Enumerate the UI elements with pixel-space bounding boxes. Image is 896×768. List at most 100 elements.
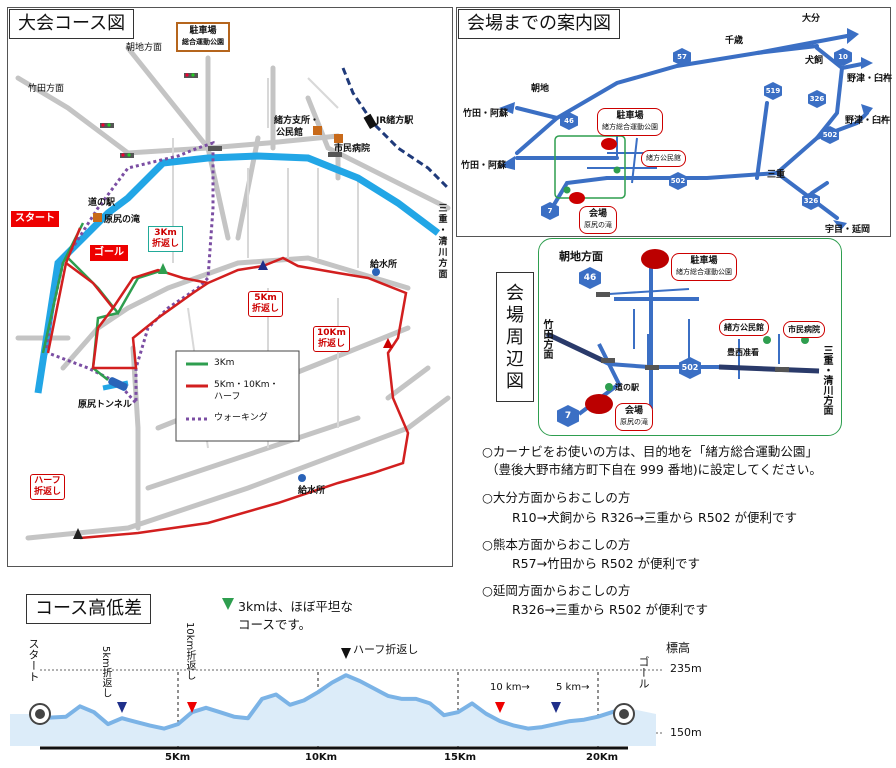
turn-10km-marker (383, 338, 393, 348)
vicinity-venue-pin (585, 394, 613, 414)
turn-5km-triangle (117, 702, 127, 713)
elevation-note-1: 3kmは、ほぼ平坦な (238, 599, 353, 614)
public-hall-dot (613, 166, 621, 174)
note-line-4: R10→犬飼から R326→三重から R502 が便利です (512, 510, 798, 525)
asaji-direction-label: 朝地方面 (126, 43, 163, 53)
parking-box: 駐車場 総合運動公園 (176, 22, 230, 52)
half-turn-triangle (341, 648, 351, 659)
vicinity-michinoeki-label: 道の駅 (615, 383, 639, 392)
mie-kiyokawa-label: 三 重 ・ 清 川 方 面 (438, 204, 448, 280)
route-502b-sign: 502 (821, 126, 839, 144)
x-tick-15: 15Km (444, 752, 477, 763)
vicinity-parking-box: 駐車場 緒方総合運動公園 (671, 253, 737, 281)
x-tick-10: 10Km (305, 752, 338, 763)
vicinity-map-drawing (545, 249, 820, 416)
turn-10km-triangle (187, 702, 197, 713)
elevation-note-2: コースです。 (238, 617, 312, 632)
course-map-drawing (15, 45, 451, 541)
course-map-panel: 大会コース図 朝地方面 竹田方面 駐車場 総合運動公園 緒方支所・ 公民館 JR… (7, 7, 453, 567)
tunnel-icon (108, 377, 128, 391)
parking-pin (601, 138, 617, 150)
hospital-icon (334, 134, 343, 143)
water-station-icon-2 (298, 474, 306, 482)
route-519-sign: 519 (764, 82, 782, 100)
taketa-direction-label: 竹田方面 (28, 84, 65, 94)
route-7-sign: 7 (541, 202, 559, 220)
parking-label: 駐車場 (189, 26, 217, 36)
turn-3km-marker (158, 263, 168, 274)
oita-label: 大分 (802, 14, 821, 24)
start-marker (29, 703, 51, 725)
michinoeki-label: 道の駅 (88, 198, 116, 208)
vicinity-hospital-dot (801, 336, 809, 344)
route-326b-sign: 326 (802, 192, 820, 210)
legend-3km-label: 3Km (214, 358, 235, 368)
note-line-5: ○熊本方面からおこしの方 (482, 537, 631, 552)
vicinity-route-502-sign: 502 (679, 357, 701, 379)
goal-tag: ゴール (90, 245, 128, 261)
hospital-label: 市民病院 (334, 144, 371, 154)
vicinity-hospital-box: 市民病院 (783, 321, 825, 338)
public-hall-label: 公民館 (276, 128, 304, 138)
route-46-sign: 46 (560, 112, 578, 130)
route-57-sign: 57 (673, 48, 691, 66)
water-station-label-1: 給水所 (370, 260, 398, 270)
access-public-hall-box: 緒方公民館 (641, 150, 686, 167)
turn-10km-vertical-label: 10km折返し (184, 622, 195, 681)
turn-5km-back-label: 5 km→ (556, 682, 590, 693)
turn-5km-box: 5Km 折返し (248, 291, 284, 317)
note-line-8: R326→三重から R502 が便利です (512, 602, 709, 617)
turn-5km-marker (258, 260, 268, 270)
taketa-aso-label-2: 竹田・阿蘇 (461, 161, 507, 171)
turn-5km-vertical-label: 5km折返し (100, 646, 111, 698)
traffic-lights (100, 73, 342, 158)
michinoeki-dot (563, 186, 571, 194)
goal-marker (613, 703, 635, 725)
mie-label: 三重 (767, 170, 786, 180)
inukai-label: 犬飼 (805, 56, 824, 66)
turn-3km-box: 3Km 折返し (148, 226, 184, 252)
water-station-label-2: 給水所 (298, 486, 326, 496)
note-line-2: （豊後大野市緒方町下自在 999 番地)に設定してください。 (486, 462, 822, 477)
ogata-branch-label: 緒方支所・ (274, 116, 320, 126)
turn-10km-box: 10Km 折返し (313, 326, 350, 352)
vicinity-taketa-label: 竹田方面 (541, 319, 552, 359)
vicinity-route-7-sign: 7 (557, 405, 579, 427)
route-326-sign: 326 (808, 90, 826, 108)
vicinity-hall-box: 緒方公民館 (719, 319, 769, 336)
elevation-ylabel: 標高 (666, 641, 691, 655)
start-vertical-label: スタート (27, 638, 40, 682)
vicinity-venue-box: 会場 原尻の滝 (615, 403, 653, 431)
route-10-sign: 10 (834, 48, 852, 66)
x-tick-5: 5Km (165, 752, 191, 763)
nozu-label-1: 野津・臼杵 (847, 74, 893, 84)
access-parking-box: 駐車場 緒方総合運動公園 (597, 108, 663, 136)
turn-10km-back-triangle (495, 702, 505, 713)
michinoeki-icon (93, 213, 102, 222)
tunnel-label: 原尻トンネル (78, 400, 132, 410)
elevation-line (37, 673, 627, 731)
elevation-marker-green (222, 598, 234, 610)
jr-station-icon (363, 113, 377, 130)
legend-walking-label: ウォーキング (214, 413, 268, 423)
access-map-panel: 会場までの案内図 大分 千歳 犬飼 野津・臼杵 野津・臼杵 朝地 竹田・阿蘇 竹… (456, 7, 893, 237)
access-map-drawing (499, 28, 873, 230)
note-line-3: ○大分方面からおこしの方 (482, 490, 631, 505)
turn-10km-back-label: 10 km→ (490, 682, 530, 693)
legend-red-label: 5Km・10Km・ (214, 380, 279, 390)
parking-sub-label: 総合運動公園 (182, 38, 224, 46)
turn-5km-back-triangle (551, 702, 561, 713)
vicinity-title-box: 会 場 周 辺 図 (496, 272, 534, 402)
vicinity-asaji-label: 朝地方面 (559, 250, 603, 263)
access-venue-box: 会場 原尻の滝 (579, 206, 617, 234)
legend-red-label-2: ハーフ (214, 392, 241, 402)
vicinity-parking-pin (641, 249, 669, 269)
note-line-6: R57→竹田から R502 が便利です (512, 556, 701, 571)
course-map-title: 大会コース図 (9, 9, 135, 39)
asaji-label: 朝地 (531, 84, 550, 94)
vicinity-hall-dot (763, 336, 771, 344)
nozu-label-2: 野津・臼杵 (845, 116, 891, 126)
jr-station-label: JR緒方駅 (376, 116, 414, 126)
access-map-title: 会場までの案内図 (458, 9, 620, 39)
water-station-icon-1 (372, 268, 380, 276)
